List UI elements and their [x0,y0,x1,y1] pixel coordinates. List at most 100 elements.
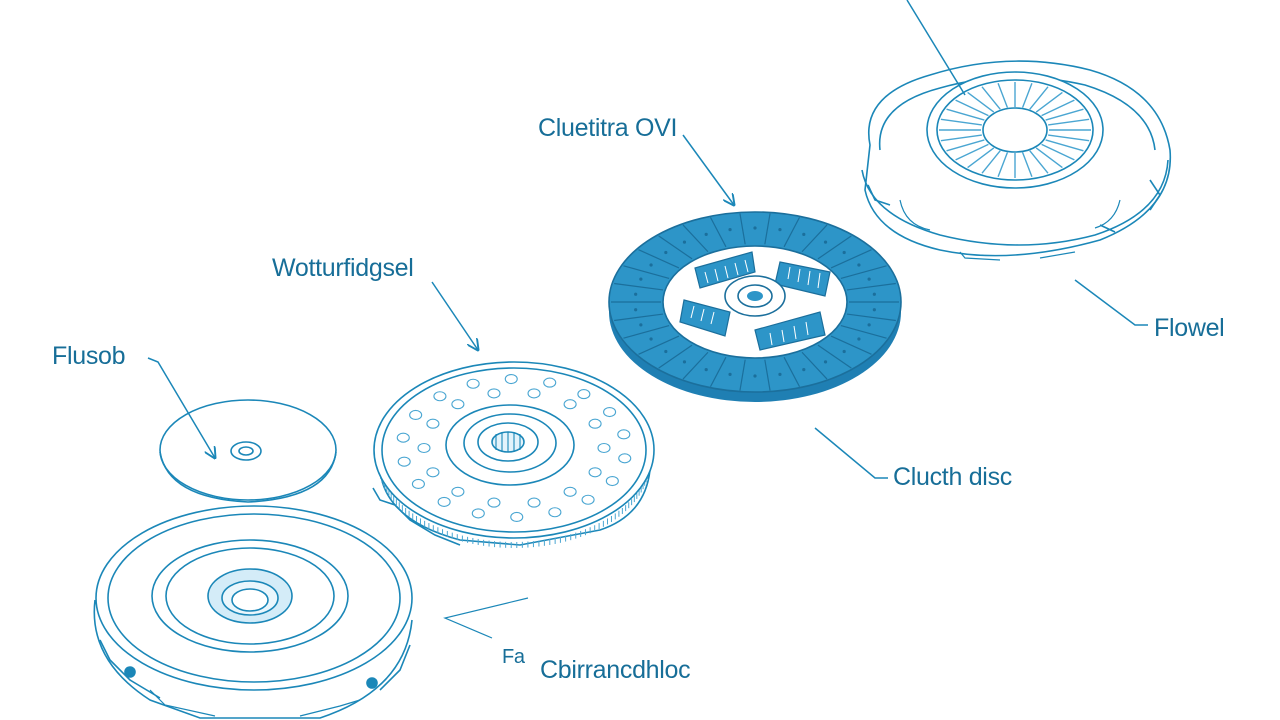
clutch-housing [93,505,413,719]
arrow-flusob [147,357,215,458]
bolt-hole [617,429,631,440]
rivet [753,374,757,378]
friction-segment-divider [846,313,896,322]
diaphragm-finger [1029,150,1049,174]
diaphragm-finger [967,91,995,113]
diaphragm-finger [1045,139,1084,152]
friction-segment-divider [739,213,746,245]
friction-segment-divider [783,217,801,248]
bolt-hole [597,442,611,454]
label-clucth-disc: Clucth disc [893,463,1012,491]
thin-plate [159,399,337,503]
bolt-hole [487,497,501,508]
diaphragm-fingers [939,82,1091,178]
friction-segment-divider [638,249,680,269]
rivet [682,240,687,244]
bolt-hole [504,373,518,385]
rivet [802,368,806,372]
rivet [704,368,708,372]
friction-segment-divider [830,249,872,269]
friction-segment-divider [614,282,664,291]
friction-segment-divider [801,351,828,380]
arrow-cluetitra [682,134,734,205]
pressure-plate [861,60,1172,261]
bolt-hole [487,388,501,399]
label-fa-mark: Fa [502,646,525,668]
bolt-hole [548,507,562,518]
rivet [634,308,638,312]
rivet [728,228,732,232]
bolt-hole [581,494,595,505]
bolt-hole [563,486,577,497]
bolt-hole [588,418,602,429]
bolt-hole [411,478,425,490]
bolt-hole [466,378,480,389]
bolt-hole [563,399,577,410]
bolt-hole [451,486,465,497]
line-top [906,0,966,96]
rivet [823,240,828,244]
friction-segment-divider [709,356,727,387]
leader-lines [147,0,1148,639]
rivet [634,292,638,296]
friction-segment-divider [801,224,828,253]
clutch-disc [608,211,902,402]
rivet [639,277,643,281]
diaphragm-finger [1048,118,1090,126]
bolt-hole [417,442,431,454]
friction-segment-divider [840,325,887,339]
label-cbirrancdhloc: Cbirrancdhloc [540,656,691,684]
rivet [753,226,757,230]
label-flowel: Flowel [1154,314,1225,342]
diaphragm-finger [955,143,989,161]
friction-segment-divider [682,351,709,380]
rivet [842,250,846,255]
rivet [649,337,653,341]
diaphragm-finger [981,86,1001,110]
rivet [682,360,687,364]
diaphragm-finger [967,147,995,169]
line-clucth-disc [814,427,888,479]
bolt-hole [527,497,541,508]
bolt-hole [397,456,411,467]
rivet [842,349,846,354]
bolt-hole [605,475,619,487]
rivet [728,372,732,376]
friction-segment-divider [623,265,670,279]
bolt-hole [396,432,410,443]
diaphragm-finger [1035,147,1063,169]
bolt-hole [588,467,602,478]
rivet [639,323,643,327]
friction-segment-divider [614,313,664,322]
line-flowel [1074,279,1148,326]
bolt-hole [409,409,423,421]
rivet [664,250,668,255]
diaphragm-finger [1021,152,1033,178]
flywheel [372,361,655,548]
rivet [867,323,871,327]
friction-segment-divider [682,224,709,253]
friction-segment-divider [764,213,771,245]
friction-segment-divider [817,344,852,369]
rivet [778,372,782,376]
friction-segment-divider [830,335,872,355]
diaphragm-finger [1029,86,1049,110]
rivet [872,308,876,312]
arrow-cbirrancdhloc [443,597,529,639]
diaphragm-finger [1048,134,1090,142]
rivet [778,228,782,232]
rivet [823,360,828,364]
friction-segment-divider [817,235,852,260]
rivet [704,232,708,236]
diaphragm-finger [940,118,982,126]
friction-segment-divider [840,265,887,279]
diaphragm-finger [1045,108,1084,121]
bolt-hole [426,418,440,429]
friction-segment-divider [658,235,693,260]
diaphragm-finger [997,82,1009,108]
bolt-hole [451,399,465,410]
friction-segment-divider [739,359,746,391]
diaphragm-finger [940,134,982,142]
rivet [867,277,871,281]
